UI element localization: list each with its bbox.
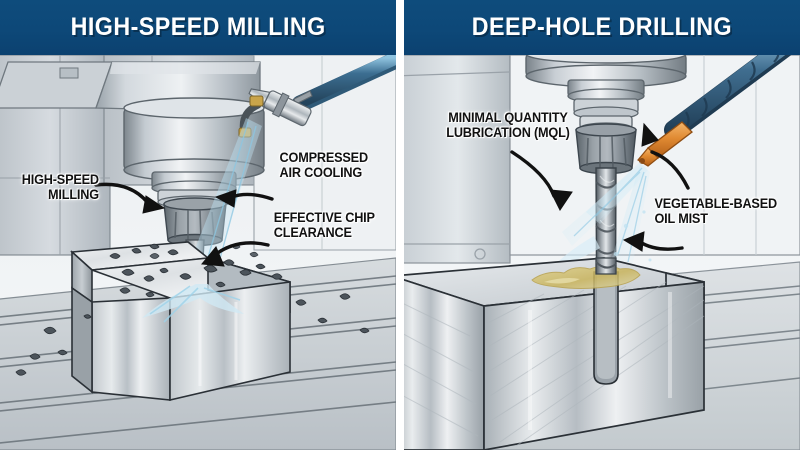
panel-title-drilling: DEEP-HOLE DRILLING <box>471 13 733 41</box>
callout-high-speed-milling: HIGH-SPEED MILLING <box>1 172 99 203</box>
panel-divider <box>396 0 404 450</box>
callout-line-1: HIGH-SPEED <box>21 172 99 187</box>
panel-title-milling: HIGH-SPEED MILLING <box>70 13 326 41</box>
callout-compressed-air-cooling: COMPRESSED AIR COOLING <box>280 150 391 181</box>
callout-line-2: MILLING <box>48 187 99 203</box>
drilling-scene-artwork <box>404 0 800 450</box>
callout-line-2: AIR COOLING <box>279 165 363 181</box>
callout-line-1: MINIMAL QUANTITY <box>448 110 568 125</box>
callout-line-1: EFFECTIVE CHIP <box>273 210 375 225</box>
panel-deep-hole-drilling: DEEP-HOLE DRILLING MINIMAL QUANTITY LUBR… <box>404 0 800 450</box>
callout-line-2: OIL MIST <box>654 211 708 227</box>
callout-line-2: CLEARANCE <box>273 225 352 241</box>
milling-scene-artwork <box>0 0 396 450</box>
callout-line-2: LUBRICATION (MQL) <box>446 125 570 141</box>
header-bar-milling: HIGH-SPEED MILLING <box>0 0 396 55</box>
callout-line-1: COMPRESSED <box>279 150 369 165</box>
header-bar-drilling: DEEP-HOLE DRILLING <box>404 0 800 55</box>
callout-effective-chip-clearance: EFFECTIVE CHIP CLEARANCE <box>274 210 392 241</box>
callout-line-1: VEGETABLE-BASED <box>654 196 778 211</box>
callout-minimal-quantity-lubrication: MINIMAL QUANTITY LUBRICATION (MQL) <box>416 110 600 141</box>
callout-vegetable-based-oil-mist: VEGETABLE-BASED OIL MIST <box>655 196 796 227</box>
panel-high-speed-milling: HIGH-SPEED MILLING HIGH-SPEED MILLING CO… <box>0 0 396 450</box>
